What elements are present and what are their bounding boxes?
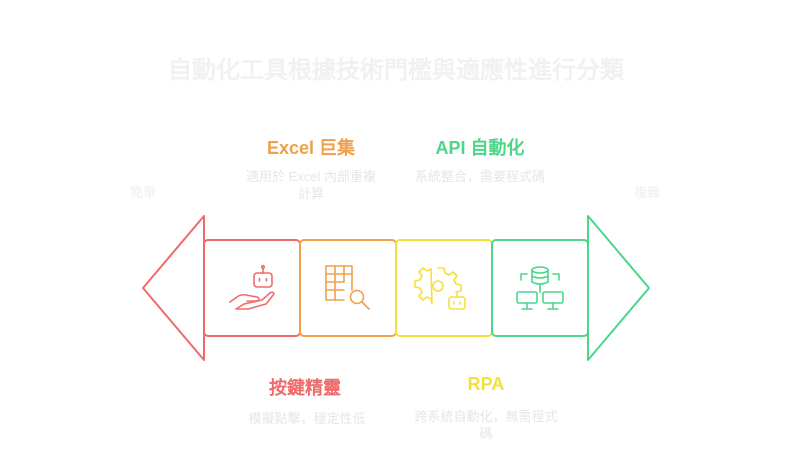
stage-box-key-wizard [203, 239, 301, 337]
stage-heading-excel-macro: Excel 巨集 [266, 138, 356, 158]
right-arrow-head [587, 215, 650, 361]
page-title: 自動化工具根據技術門檻與適應性進行分類 [168, 57, 624, 84]
database-network-icon [516, 266, 564, 310]
stage-heading-key-wizard: 按鍵精靈 [269, 378, 341, 398]
stage-box-rpa [395, 239, 493, 337]
stage-box-excel-macro [299, 239, 397, 337]
stage-heading-rpa: RPA [467, 374, 505, 394]
scale-label-complex: 複雜 [634, 185, 661, 200]
stage-description-key-wizard: 模擬點擊，穩定性低 [248, 411, 366, 426]
stage-heading-api-automation: API 自動化 [435, 138, 525, 158]
spreadsheet-search-icon [325, 265, 370, 310]
robot-hand-icon [229, 264, 275, 310]
stage-description-api-automation: 系統整合，需要程式碼 [414, 169, 545, 184]
stage-description-rpa: 跨系統自動化，無需程式碼 [414, 409, 558, 441]
stage-description-excel-macro: 適用於 Excel 內部重複計算 [245, 169, 376, 201]
scale-label-simple: 簡單 [130, 185, 157, 200]
left-arrow-head [142, 215, 205, 361]
gear-robot-icon [414, 267, 466, 310]
